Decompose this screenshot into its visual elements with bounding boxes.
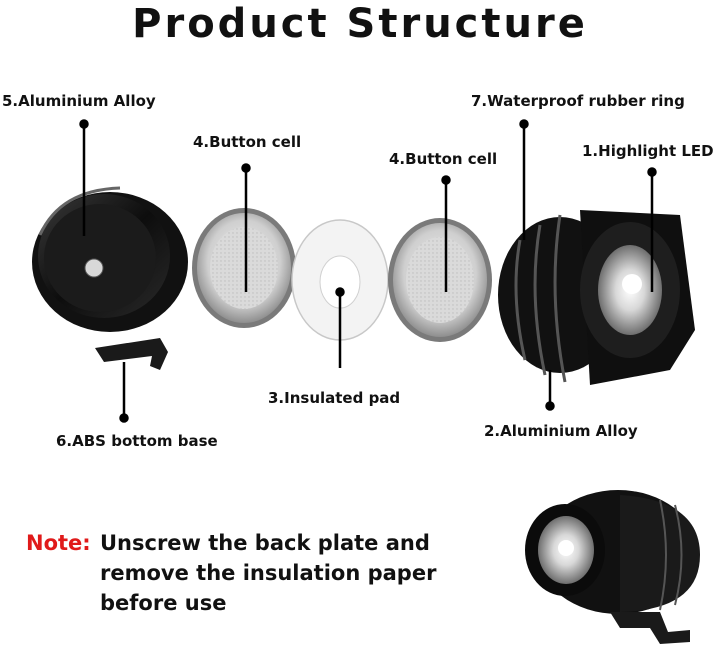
button-cell-b [388,218,492,342]
label-aluminium-alloy-2: 2.Aluminium Alloy [484,422,638,440]
leader-lines [79,119,657,423]
note-key: Note: [26,531,91,555]
note-text: Unscrew the back plate and remove the in… [100,531,437,615]
button-cell-a [192,208,296,328]
back-cap [32,186,188,370]
label-waterproof-ring-7: 7.Waterproof rubber ring [471,92,685,110]
page-title: Product Structure [132,1,588,47]
label-insulated-pad-3: 3.Insulated pad [268,389,401,407]
assembled-light [525,490,700,644]
label-button-cell-4a: 4.Button cell [193,133,302,151]
label-aluminium-alloy-5: 5.Aluminium Alloy [2,92,156,110]
label-button-cell-4b: 4.Button cell [389,150,498,168]
label-abs-base-6: 6.ABS bottom base [56,432,218,450]
label-highlight-led-1: 1.Highlight LED [582,142,714,160]
insulated-pad [291,219,389,341]
front-housing [498,210,695,385]
